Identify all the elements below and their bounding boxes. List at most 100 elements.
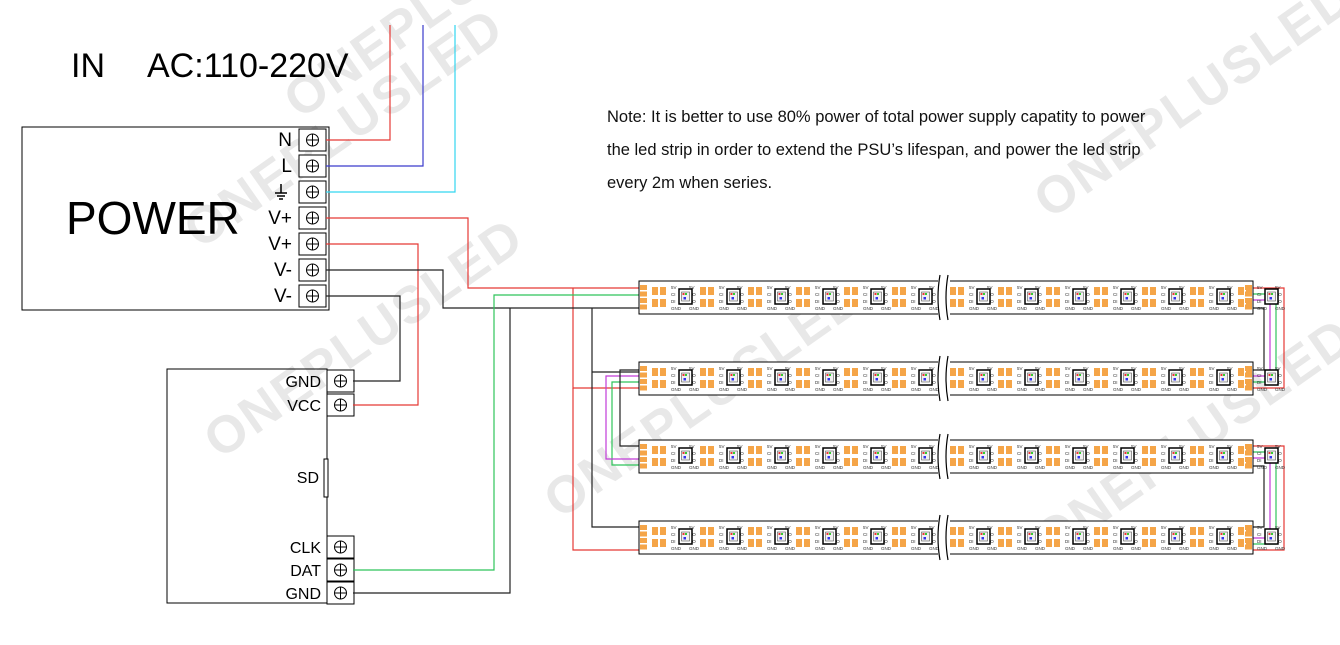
pad-label: 5V	[1179, 366, 1185, 371]
pad-label: 5V	[863, 525, 869, 530]
led-die-red	[1220, 533, 1223, 535]
pad-label: CI	[767, 532, 772, 537]
led-chip-die	[825, 372, 834, 383]
led-die-green	[829, 533, 831, 535]
led-die-green	[685, 452, 687, 454]
strip-end-pad	[640, 285, 647, 290]
led-chip-die	[873, 291, 882, 302]
led-chip-die	[873, 450, 882, 461]
pad-label: 5V	[671, 444, 677, 449]
pad-label: CI	[671, 292, 676, 297]
pad-label: GND	[833, 387, 844, 392]
led-chip-die	[1123, 291, 1132, 302]
solder-pad	[1190, 458, 1196, 466]
pad-label: GND	[767, 387, 778, 392]
pad-label: 5V	[1275, 444, 1281, 449]
pad-label: 5V	[1083, 525, 1089, 530]
pad-label: 5V	[1275, 525, 1281, 530]
led-die-blue	[1077, 537, 1080, 540]
solder-pad	[796, 539, 802, 547]
psu-terminal-label: V+	[268, 234, 292, 255]
led-die-blue	[1125, 456, 1128, 459]
led-chip-die	[1123, 372, 1132, 383]
led-die-blue	[875, 537, 878, 540]
led-die-green	[733, 533, 735, 535]
solder-pad	[748, 287, 754, 295]
solder-pad	[660, 287, 666, 295]
solder-pad	[844, 287, 850, 295]
pad-label: 5V	[671, 285, 677, 290]
pad-label: GND	[671, 546, 682, 551]
led-die-blue	[1269, 537, 1272, 540]
solder-pad	[700, 287, 706, 295]
pad-label: GND	[815, 546, 826, 551]
pad-label: GND	[1065, 306, 1076, 311]
pad-label: GND	[1161, 465, 1172, 470]
solder-pad	[1198, 539, 1204, 547]
led-chip-die	[1267, 372, 1276, 383]
pad-label: 5V	[1017, 525, 1023, 530]
pad-label: 5V	[767, 444, 773, 449]
pad-label: CI	[1065, 532, 1070, 537]
solder-pad	[1142, 458, 1148, 466]
solder-pad	[1150, 458, 1156, 466]
led-chip-die	[873, 531, 882, 542]
led-chip-die	[921, 372, 930, 383]
pad-label: CI	[911, 373, 916, 378]
led-die-green	[925, 374, 927, 376]
solder-pad	[1094, 458, 1100, 466]
wire-vplus-strip2	[572, 288, 640, 389]
solder-pad	[1142, 539, 1148, 547]
pad-label: DI	[1209, 299, 1214, 304]
pad-label: GND	[767, 306, 778, 311]
led-die-red	[1220, 374, 1223, 376]
led-die-green	[1031, 452, 1033, 454]
pad-label: GND	[1065, 465, 1076, 470]
pad-label: 5V	[1035, 285, 1041, 290]
led-chip-die	[1075, 450, 1084, 461]
led-chip-die	[729, 291, 738, 302]
led-die-green	[1223, 374, 1225, 376]
led-chip-die	[681, 372, 690, 383]
pad-label: DI	[815, 458, 820, 463]
pad-label: 5V	[1113, 525, 1119, 530]
pad-label: 5V	[1275, 285, 1281, 290]
strip-end-pad	[640, 385, 647, 391]
pad-label: GND	[1179, 306, 1190, 311]
pad-label: CI	[969, 451, 974, 456]
solder-pad	[958, 299, 964, 307]
solder-pad	[804, 527, 810, 535]
strip-break-gap	[938, 434, 950, 479]
wire-link-l-magenta	[605, 375, 640, 460]
pad-label: CI	[1065, 292, 1070, 297]
pad-label: CI	[911, 532, 916, 537]
solder-pad	[844, 368, 850, 376]
pad-label: DI	[671, 380, 676, 385]
pad-label: GND	[1083, 546, 1094, 551]
pad-label: GND	[1227, 306, 1238, 311]
wire-link-r1-red	[1252, 287, 1285, 389]
led-chip-die	[1171, 291, 1180, 302]
pad-label: 5V	[969, 366, 975, 371]
led-die-red	[1268, 374, 1271, 376]
solder-pad	[1142, 368, 1148, 376]
led-chip-die	[979, 291, 988, 302]
led-die-red	[980, 374, 983, 376]
solder-pad	[950, 539, 956, 547]
led-strip: 5V5VCICODIDOGNDGND5V5VCICODIDOGNDGND5V5V…	[638, 274, 1286, 321]
pad-label: 5V	[737, 525, 743, 530]
solder-pad	[708, 287, 714, 295]
solder-pad	[660, 368, 666, 376]
led-chip-die	[1075, 531, 1084, 542]
pad-label: 5V	[815, 525, 821, 530]
pad-label: 5V	[1113, 444, 1119, 449]
solder-pad	[700, 539, 706, 547]
led-die-red	[874, 293, 877, 295]
solder-pad	[804, 368, 810, 376]
solder-pad	[708, 527, 714, 535]
pad-label: CI	[911, 451, 916, 456]
solder-pad	[900, 380, 906, 388]
pad-label: CI	[1113, 451, 1118, 456]
pad-label: CI	[1017, 292, 1022, 297]
controller-terminal-label: VCC	[287, 398, 321, 415]
